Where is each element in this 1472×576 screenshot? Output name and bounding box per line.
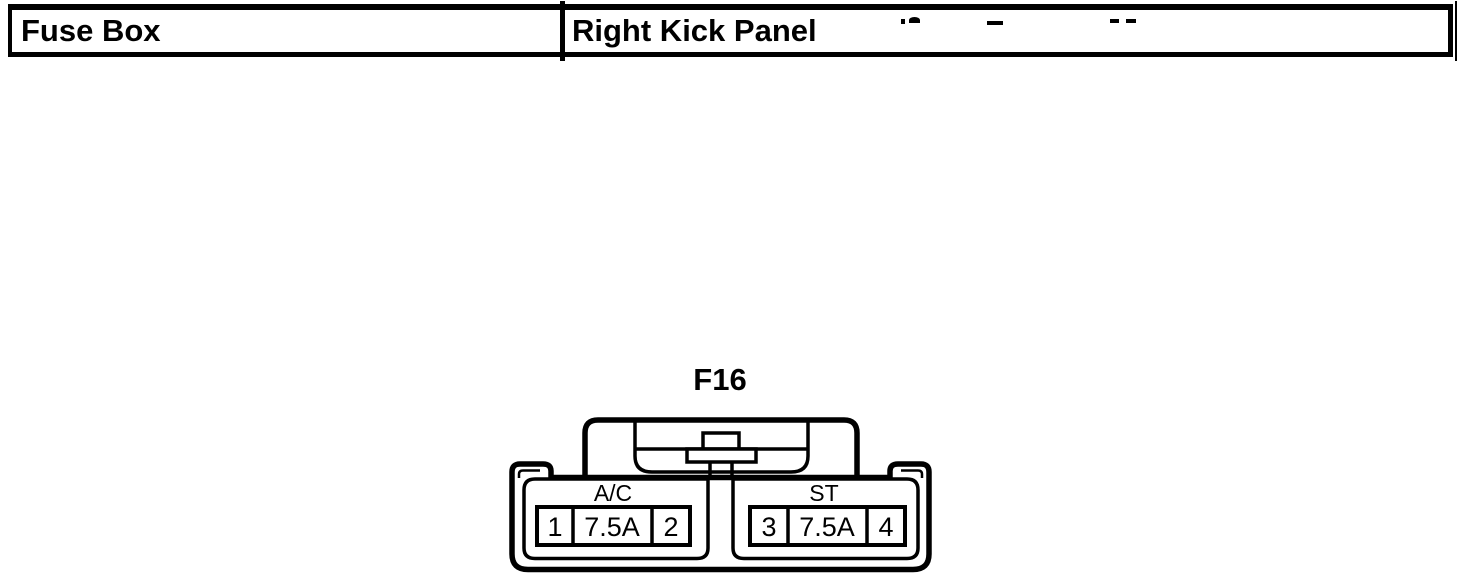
faded-text-fragment [901, 19, 905, 24]
connector-latch-icon [582, 417, 860, 480]
component-title: Fuse Box [21, 13, 161, 48]
fuse-cavity-left [522, 477, 710, 561]
connector-id-label: F16 [693, 362, 746, 397]
fuse-cavity-right [731, 477, 920, 561]
header-cell-divider [560, 1, 565, 61]
faded-text-fragment [987, 21, 1003, 25]
fuse-rating-ac: 7.5A [584, 512, 640, 542]
fuse-rating-st: 7.5A [799, 512, 855, 542]
faded-text-fragment [909, 17, 920, 23]
faded-text-fragment [1110, 19, 1119, 23]
pin-number-3: 3 [761, 512, 776, 542]
pin-number-2: 2 [663, 512, 678, 542]
ear-accent-left [517, 469, 540, 478]
header-cell-component: Fuse Box [12, 10, 557, 52]
fuse-group-st: ST 3 7.5A 4 [748, 480, 907, 547]
location-title: Right Kick Panel [572, 13, 817, 48]
fuse-group-ac: A/C 1 7.5A 2 [535, 480, 692, 547]
page-edge-line [1455, 1, 1457, 61]
ear-accent-right [901, 469, 924, 478]
pin-number-4: 4 [878, 512, 893, 542]
fuse-group-ac-label: A/C [594, 480, 632, 506]
header-cell-location: Right Kick Panel [557, 10, 1448, 52]
connector-diagram-f16: F16 A/C 1 7.5A 2 ST [509, 362, 932, 573]
faded-text-fragment [1126, 19, 1136, 23]
location-header-table: Fuse Box Right Kick Panel [8, 1, 1453, 61]
pin-number-1: 1 [547, 512, 562, 542]
fuse-group-st-label: ST [809, 480, 838, 506]
